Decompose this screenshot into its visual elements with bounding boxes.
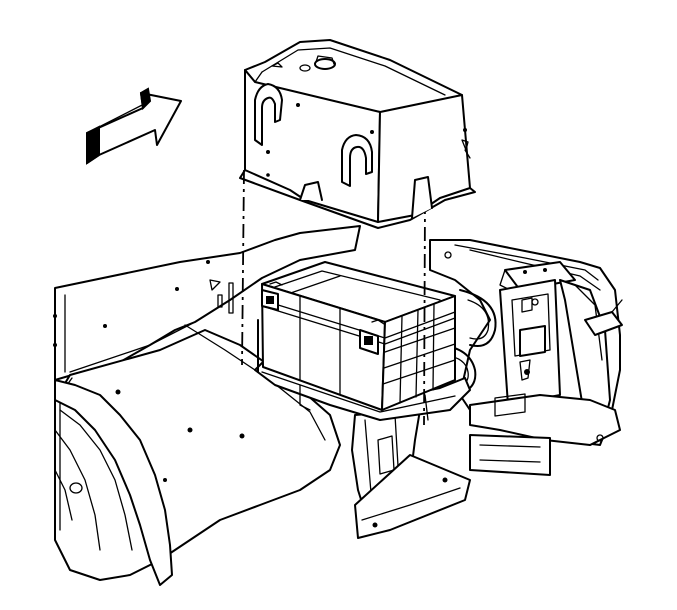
front-frame-structure xyxy=(429,239,623,476)
direction-arrow-icon xyxy=(86,87,182,165)
battery xyxy=(261,261,456,411)
battery-cover xyxy=(239,39,476,229)
battery-tray xyxy=(254,319,471,539)
alignment-lines xyxy=(241,169,426,426)
body-structure xyxy=(53,225,361,586)
